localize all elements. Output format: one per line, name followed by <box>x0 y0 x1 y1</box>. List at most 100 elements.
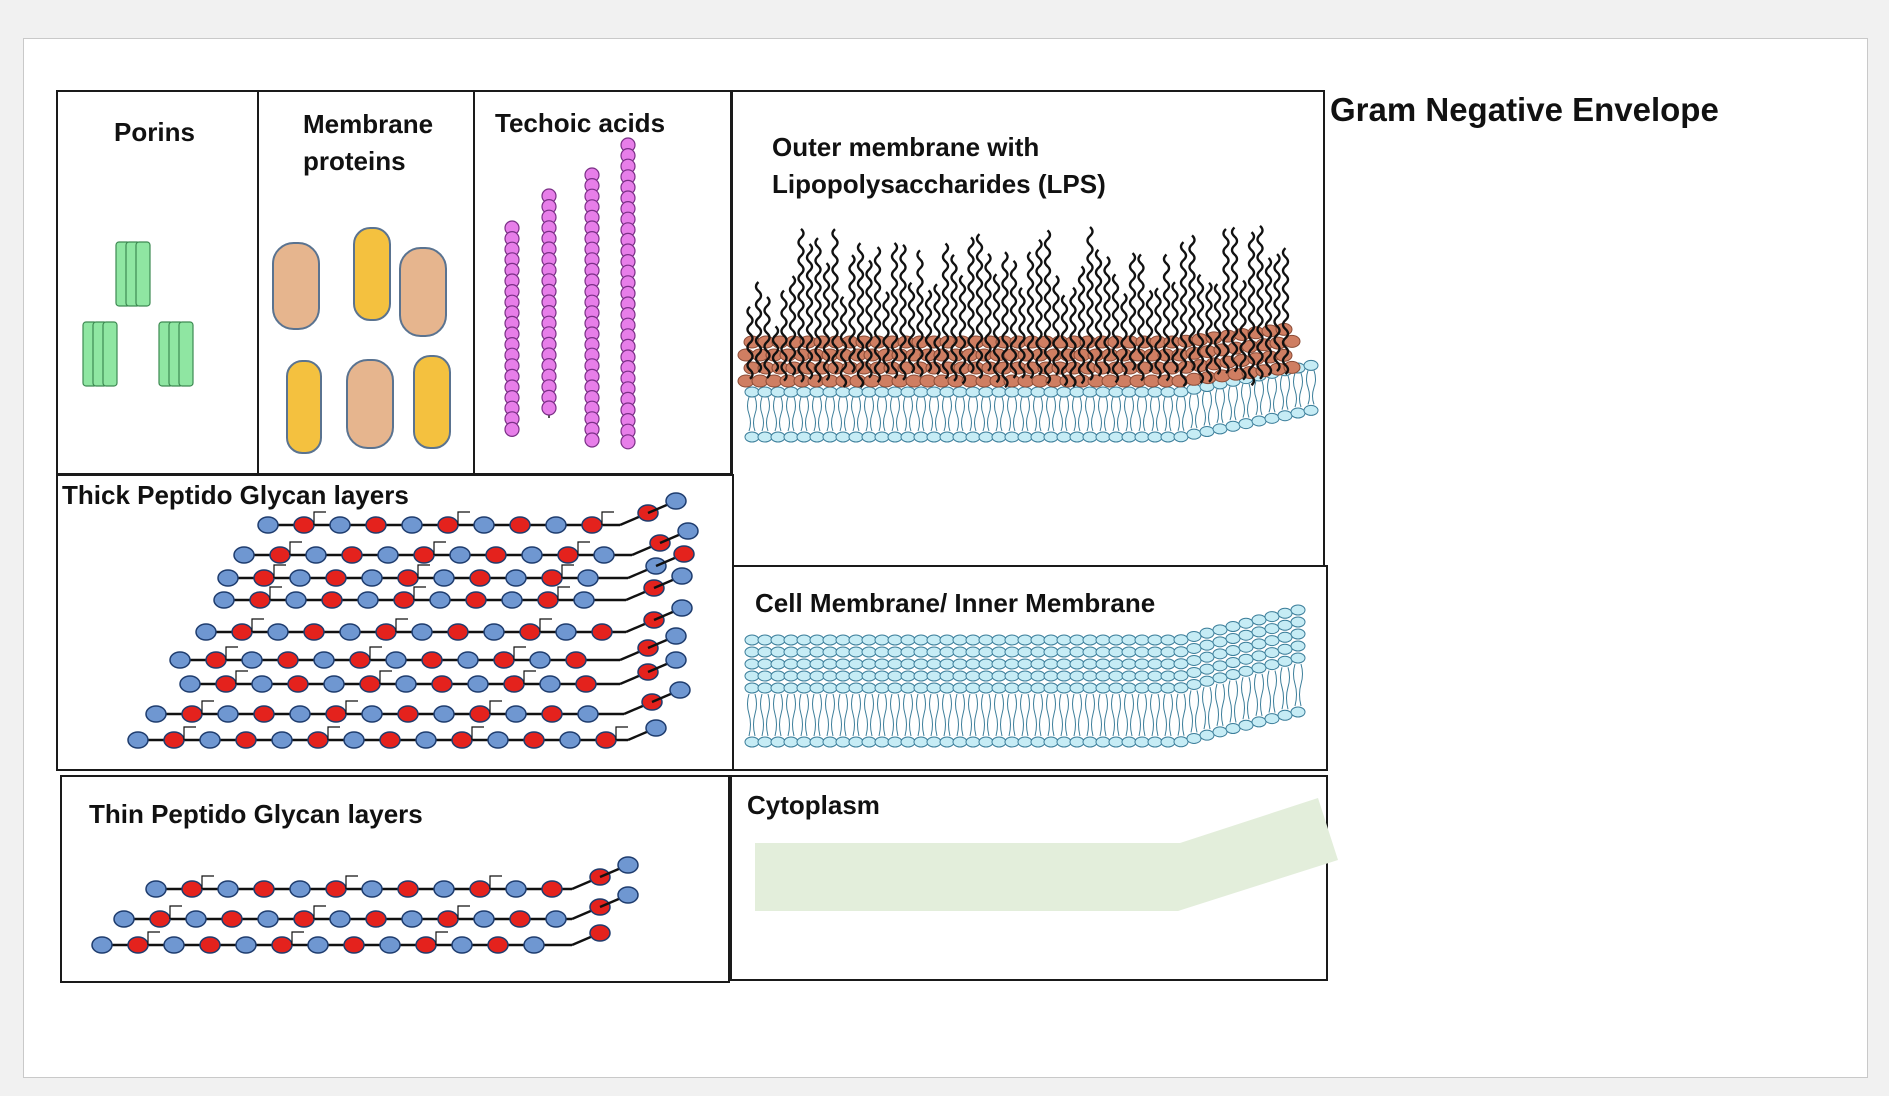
lipid-head <box>1043 431 1059 443</box>
lipid-head <box>783 646 799 658</box>
o-antigen-chain <box>1256 225 1264 380</box>
nag-sugar <box>199 731 221 749</box>
lipid-head <box>939 670 955 682</box>
lipid-head <box>1082 736 1098 748</box>
lipid-tail <box>1293 663 1303 707</box>
nag-sugar <box>241 651 263 669</box>
lipid-head <box>887 670 903 682</box>
lipid-head <box>1004 431 1020 443</box>
lipid-tail <box>1176 693 1186 736</box>
nam-sugar <box>379 731 401 749</box>
membrane-protein <box>272 242 320 330</box>
lipid-head <box>1056 646 1072 658</box>
nag-sugar <box>671 599 693 617</box>
peptide-crosslink <box>489 875 502 889</box>
o-antigen-chain <box>746 305 754 380</box>
nag-sugar <box>377 546 399 564</box>
outer-membrane-lps-illustration <box>737 225 1319 443</box>
nam-sugar <box>127 936 149 954</box>
peptide-crosslink <box>395 618 408 632</box>
lipid-head <box>848 658 864 670</box>
lipid-head <box>1004 670 1020 682</box>
lipid-head <box>913 431 929 443</box>
o-antigen-chain <box>1179 241 1188 388</box>
peptide-crosslink <box>201 700 214 714</box>
peptide-crosslink <box>601 511 614 525</box>
nag-sugar <box>473 910 495 928</box>
o-antigen-chain <box>1230 226 1239 373</box>
lipid-tail <box>1046 396 1056 432</box>
nag-sugar <box>487 731 509 749</box>
nag-sugar <box>323 675 345 693</box>
peptide-crosslink <box>523 670 536 684</box>
lipid-tail <box>1215 388 1225 424</box>
nag-sugar <box>361 569 383 587</box>
nag-sugar <box>665 627 687 645</box>
lipid-head <box>1030 682 1046 694</box>
lipid-head <box>861 736 877 748</box>
lipid-head <box>1134 658 1150 670</box>
lipid-head <box>744 386 760 398</box>
nag-sugar <box>257 910 279 928</box>
peptide-crosslink <box>539 618 552 632</box>
o-antigen-chain <box>831 228 839 375</box>
lipid-tail <box>955 396 965 432</box>
membrane-protein <box>353 227 391 321</box>
lipid-head <box>1095 634 1111 646</box>
peptide-crosslink <box>345 700 358 714</box>
lipid-head <box>965 736 981 748</box>
lipid-head <box>1043 736 1059 748</box>
nag-sugar <box>267 623 289 641</box>
nag-sugar <box>523 936 545 954</box>
lipid-tail <box>1150 396 1160 432</box>
nam-sugar <box>421 651 443 669</box>
lipid-head <box>1160 736 1176 748</box>
lipid-head <box>809 658 825 670</box>
nam-sugar <box>349 651 371 669</box>
lipid-head <box>848 646 864 658</box>
lipid-head <box>952 431 968 443</box>
nag-sugar <box>329 516 351 534</box>
lipid-head <box>1186 678 1202 690</box>
nag-sugar <box>555 623 577 641</box>
lipid-head <box>1290 652 1306 664</box>
lipid-head <box>874 386 890 398</box>
lipid-head <box>1277 631 1293 643</box>
lipid-tail <box>838 693 848 737</box>
lipid-head <box>1082 658 1098 670</box>
o-antigen-chain <box>984 252 992 372</box>
lipid-head <box>1238 653 1254 665</box>
lipid-head <box>861 431 877 443</box>
nam-sugar <box>293 910 315 928</box>
lipid-tail <box>955 693 965 737</box>
lipid-head <box>757 634 773 646</box>
lipid-head <box>835 386 851 398</box>
nag-sugar <box>411 623 433 641</box>
lipid-head <box>887 658 903 670</box>
lipid-head <box>1043 682 1059 694</box>
nag-sugar <box>361 880 383 898</box>
o-antigen-chain <box>1188 234 1196 372</box>
lipid-head <box>861 646 877 658</box>
o-antigen-chain <box>1264 257 1273 376</box>
lipid-head <box>1160 431 1176 443</box>
nam-sugar <box>215 675 237 693</box>
lipid-head <box>822 670 838 682</box>
lipid-head <box>1238 665 1254 677</box>
lipid-head <box>1056 736 1072 748</box>
lipid-head <box>926 736 942 748</box>
lipid-tail <box>825 693 835 737</box>
nag-sugar <box>195 623 217 641</box>
lipid-head <box>783 736 799 748</box>
lipid-tail <box>942 396 952 432</box>
peptide-crosslink <box>561 564 574 578</box>
nag-sugar <box>617 856 639 874</box>
lipid-head <box>822 736 838 748</box>
lipid-head <box>1290 407 1306 419</box>
lipid-head <box>887 634 903 646</box>
lipid-head <box>1186 732 1202 744</box>
nag-sugar <box>401 516 423 534</box>
nag-sugar <box>577 569 599 587</box>
lipid-head <box>822 386 838 398</box>
lipid-head <box>887 736 903 748</box>
